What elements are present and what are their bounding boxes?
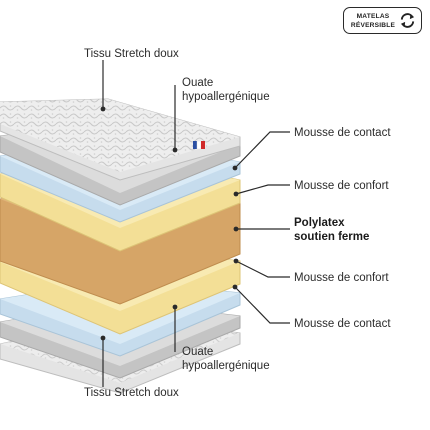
reversible-mattress-badge: MATELAS RÉVERSIBLE — [343, 7, 422, 34]
label-tissu-stretch-top: Tissu Stretch doux — [84, 48, 179, 60]
badge-line-1: MATELAS — [356, 13, 390, 20]
label-ouate-top-line2: hypoallergénique — [182, 91, 270, 103]
leader-contact-top — [234, 131, 290, 169]
label-mousse-confort-top: Mousse de confort — [294, 180, 389, 192]
badge-line-2: RÉVERSIBLE — [350, 21, 396, 29]
leader-confort-bottom — [235, 260, 290, 278]
leader-contact-bottom — [234, 286, 290, 324]
leader-lines — [102, 60, 290, 387]
french-flag-icon — [193, 140, 205, 150]
label-mousse-contact-bottom: Mousse de contact — [294, 318, 391, 330]
label-ouate-bottom-line1: Ouate — [182, 346, 214, 358]
label-tissu-stretch-bottom: Tissu Stretch doux — [84, 387, 179, 399]
label-ouate-bottom-line2: hypoallergénique — [182, 360, 270, 372]
reverse-arrows-icon — [400, 13, 415, 28]
label-polylatex-line1: Polylatex — [294, 217, 345, 229]
label-ouate-top-line1: Ouate — [182, 77, 214, 89]
leader-dots — [100, 106, 239, 341]
top-layers — [0, 98, 241, 252]
label-mousse-confort-bottom: Mousse de confort — [294, 272, 389, 284]
label-mousse-contact-top: Mousse de contact — [294, 127, 391, 139]
leader-confort-top — [235, 184, 290, 195]
label-polylatex-line2: soutien ferme — [294, 231, 370, 243]
